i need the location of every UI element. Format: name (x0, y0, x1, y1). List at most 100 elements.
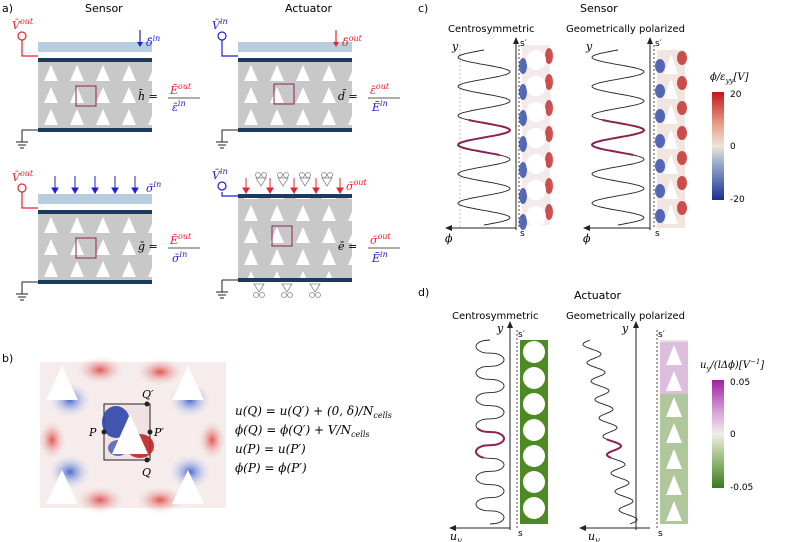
unit-cell-box (75, 237, 97, 259)
field-lobe-blue (519, 84, 527, 100)
sensor-h-schematic: V̄out δ̄in (12, 17, 160, 149)
highlighted-cell-curve (475, 427, 505, 459)
actuator-d-schematic: V̄in δ̄out (212, 17, 363, 149)
field-lobe-blue (519, 188, 527, 204)
top-plate-light (38, 42, 152, 52)
svg-text:u(P) = u(P′): u(P) = u(P′) (235, 442, 306, 456)
field-lobe-blue (519, 136, 527, 152)
triangle-void (666, 397, 682, 417)
c-colorbar: ϕ/εyy[V] 20 0 -20 (710, 72, 749, 205)
displacement-profile-curve (582, 339, 638, 525)
field-lobe-blue (655, 134, 665, 148)
field-lobe-blue (519, 214, 527, 230)
circular-void (523, 393, 545, 415)
panel-d-title: Actuator (574, 289, 621, 302)
unit-cell-box (271, 225, 293, 247)
panel-a-sensor-title: Sensor (85, 2, 123, 15)
triangle-void (664, 154, 678, 174)
svg-text:s: s (658, 529, 663, 539)
delta-in-label: δ̄in (146, 34, 160, 49)
svg-text:P: P (88, 426, 97, 439)
y-axis-arrow-icon (513, 37, 519, 44)
svg-text:ē =: ē = (338, 240, 357, 253)
svg-text:s: s (520, 229, 525, 239)
voltage-source-icon (217, 181, 227, 191)
point-Pp-marker (147, 429, 153, 435)
triangle-void (664, 129, 678, 149)
colorbar-gradient (712, 380, 724, 488)
voltage-source-icon (217, 31, 227, 41)
triangle-void (664, 204, 678, 224)
d-colorbar: uy/(lΔϕ)[V−1] 0.05 0 -0.05 (700, 358, 764, 493)
field-lobe-red (677, 176, 687, 190)
svg-text:σ̄in: σ̄in (146, 180, 161, 195)
svg-text:s′: s′ (520, 39, 527, 49)
circular-void (526, 206, 546, 226)
arrow-down-icon (137, 42, 143, 47)
g-coefficient-eq: ḡ = Ēout σ̄in (138, 232, 200, 265)
svg-text:s′: s′ (658, 330, 665, 340)
x-axis-arrow-icon (449, 525, 456, 531)
panel-c-title: Sensor (580, 2, 618, 15)
triangle-void (112, 414, 148, 454)
v-out-label: V̄out (12, 17, 34, 32)
circular-void (526, 102, 546, 122)
bottom-electrode (38, 128, 152, 132)
triangle-void (666, 371, 682, 391)
svg-text:Ēout: Ēout (169, 232, 192, 247)
distributed-load-arrows (51, 176, 139, 194)
highlighted-cell-curve (591, 119, 645, 156)
h-coefficient-eq: h̄ = Ēout ε̄in (138, 82, 200, 114)
svg-text:V̄in: V̄in (212, 167, 228, 182)
svg-text:s: s (518, 529, 523, 539)
circular-void (526, 76, 546, 96)
unit-cell-box (273, 83, 295, 105)
svg-text:0: 0 (730, 430, 736, 440)
panel-d-col1: Centrosymmetric (452, 311, 538, 322)
triangle-void (666, 501, 682, 521)
field-lobe-blue (655, 159, 665, 173)
svg-text:V̄out: V̄out (12, 169, 34, 184)
d-coefficient-eq: d̄ = ε̄out Ēin (338, 82, 400, 114)
svg-text:h̄ =: h̄ = (138, 90, 158, 103)
circular-void (523, 471, 545, 493)
field-lobe-blue (655, 84, 665, 98)
svg-text:s′: s′ (518, 330, 525, 340)
svg-text:σ̄out: σ̄out (346, 178, 367, 193)
svg-text:-20: -20 (730, 195, 745, 205)
svg-text:ε̄in: ε̄in (172, 99, 186, 114)
field-lobe-red (677, 51, 687, 65)
highlighted-cell-curve (457, 119, 511, 156)
panel-a-actuator-title: Actuator (285, 2, 332, 15)
svg-text:y: y (451, 40, 459, 53)
svg-text:0.05: 0.05 (730, 378, 750, 388)
field-lobe-blue (655, 59, 665, 73)
stress-arrows (242, 178, 344, 194)
svg-text:Ēin: Ēin (371, 250, 388, 265)
field-lobe-red (677, 76, 687, 90)
svg-text:ε̄out: ε̄out (370, 82, 390, 97)
circular-void (526, 154, 546, 174)
svg-text:uy: uy (450, 530, 462, 542)
circular-void (523, 497, 545, 519)
svg-text:ϕ(Q) = ϕ(Q′) + V/Ncells: ϕ(Q) = ϕ(Q′) + V/Ncells (235, 423, 370, 439)
d-centro-plot: y uy s′ s (449, 321, 548, 542)
svg-text:ϕ: ϕ (583, 232, 591, 245)
svg-text:y: y (585, 40, 593, 53)
arrow-down-icon (333, 42, 339, 47)
panel-d-label: d) (418, 286, 429, 299)
field-lobe-red (545, 48, 553, 64)
svg-text:uy: uy (588, 530, 600, 542)
field-lobe-blue (519, 110, 527, 126)
svg-text:ϕ(P) = ϕ(P′): ϕ(P) = ϕ(P′) (235, 461, 307, 475)
triangle-void (666, 345, 682, 365)
field-lobe-blue (655, 209, 665, 223)
point-P-marker (101, 429, 107, 435)
svg-text:σ̄in: σ̄in (172, 250, 187, 265)
c-polar-plot: y ϕ s′ s (583, 37, 687, 245)
lattice (38, 62, 152, 128)
colorbar-gradient (712, 92, 724, 200)
periodic-field-map: P P′ Q′ Q (38, 356, 226, 514)
svg-text:ϕ/εyy[V]: ϕ/εyy[V] (710, 72, 749, 85)
